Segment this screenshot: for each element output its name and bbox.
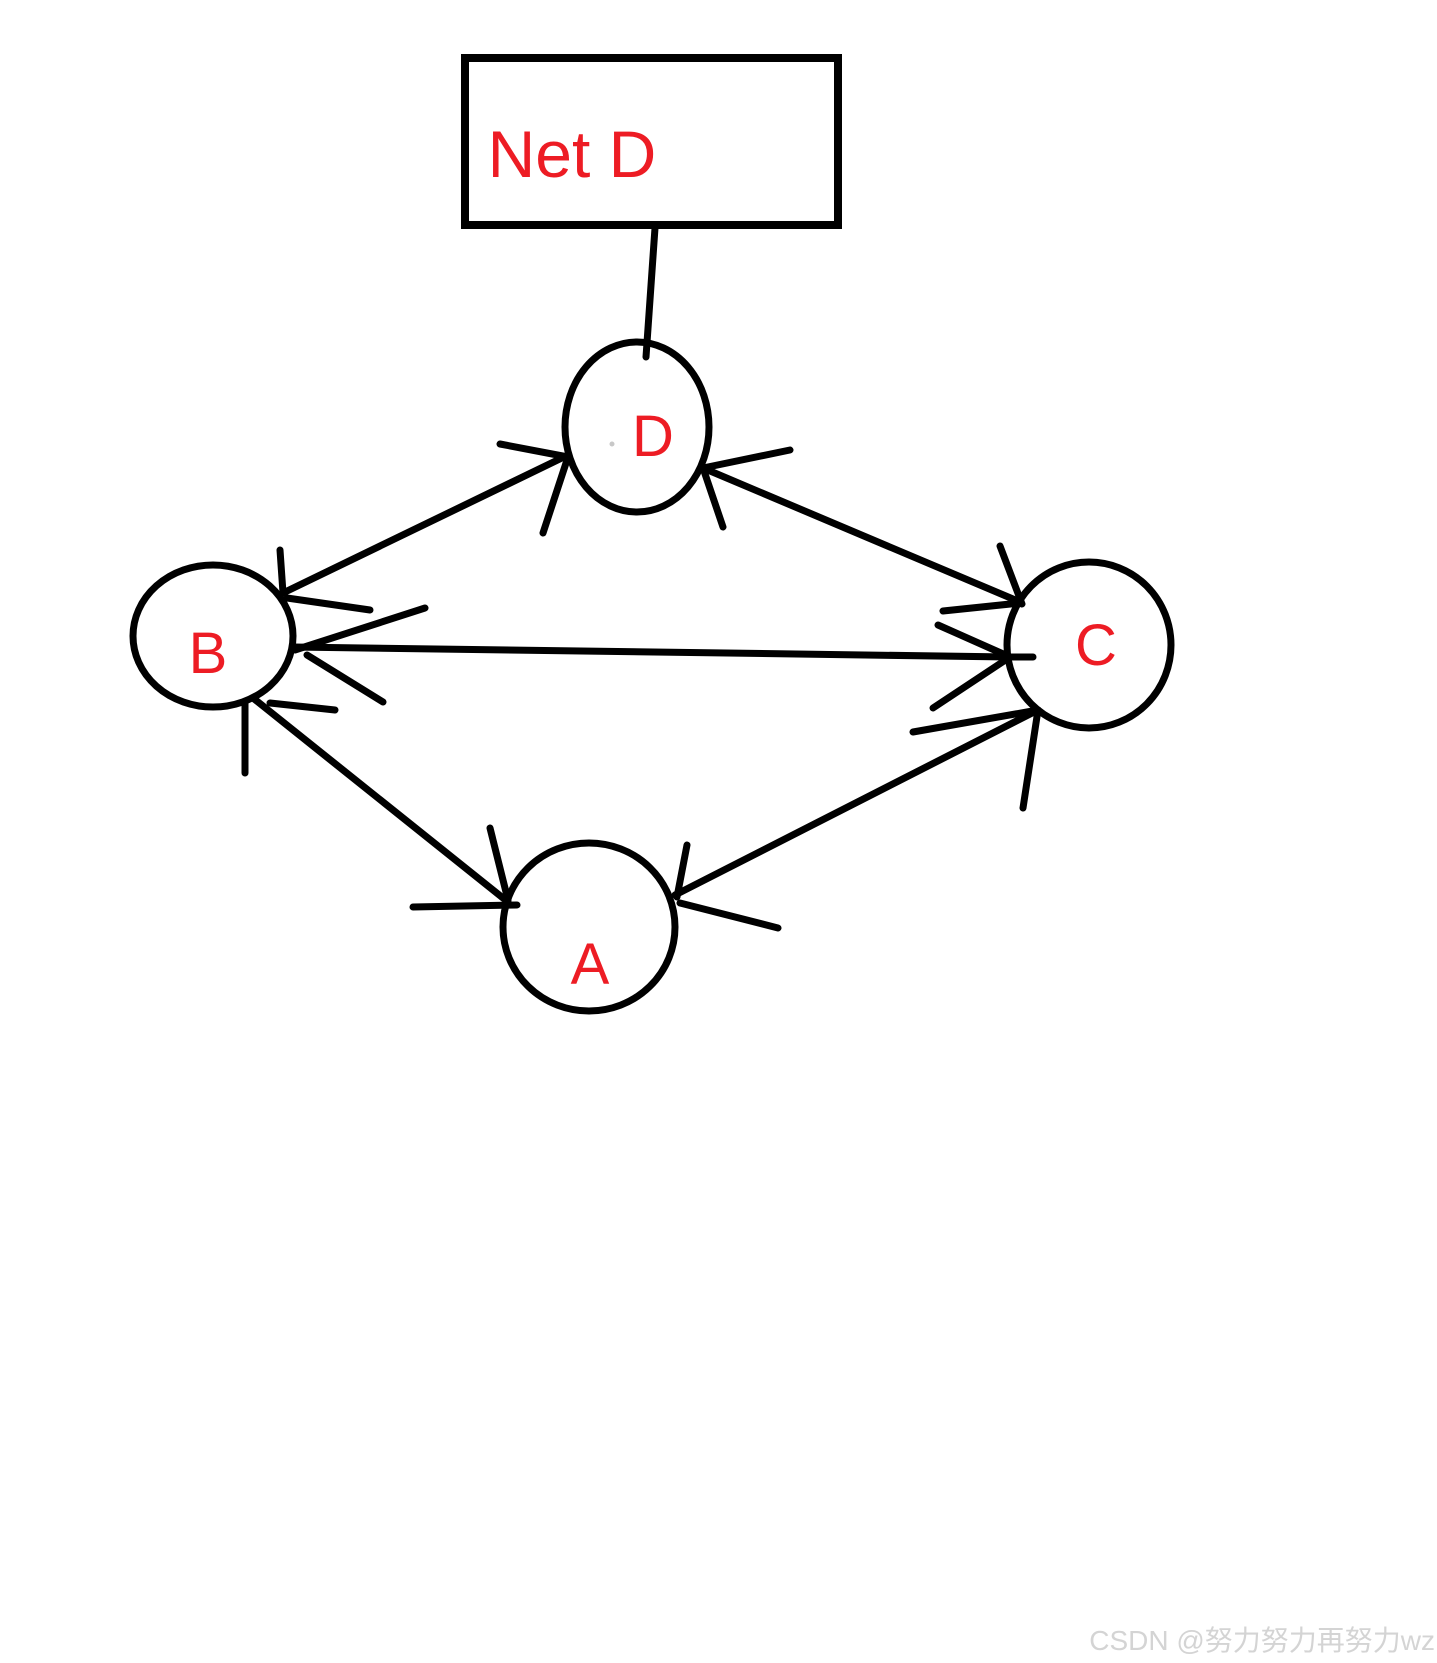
stray-dot (609, 441, 615, 447)
net-d-label: Net D (487, 117, 657, 191)
net-d-box (461, 54, 842, 229)
node-c-label: C (1075, 613, 1117, 678)
arrowhead-into-a-from-b (409, 824, 521, 911)
arrowhead-into-b-from-d (276, 546, 374, 614)
edge-b-d-line (279, 451, 572, 597)
node-c-ellipse (1003, 558, 1175, 732)
arrowhead-into-d-from-b (496, 440, 572, 537)
edge-b-c-line (289, 643, 1014, 661)
edge-b-c (289, 604, 1037, 712)
edge-d-c (699, 446, 1026, 615)
arrowhead-into-a-from-c (673, 841, 782, 932)
arrowhead-into-b-from-a (241, 698, 339, 777)
edge-a-c (671, 706, 1042, 932)
arrowhead-into-b-from-c (291, 604, 429, 706)
node-b-ellipse (129, 561, 297, 711)
edge-b-a (241, 694, 521, 911)
arrowhead-into-c-from-a (909, 706, 1042, 812)
edge-b-a-line (249, 694, 512, 906)
node-d-label: D (632, 404, 674, 469)
arrowhead-into-d-from-c (699, 446, 794, 531)
edge-b-d (276, 440, 572, 614)
node-a-label: A (570, 932, 610, 997)
arrowhead-into-c-from-d (939, 542, 1026, 615)
edge-netd-d-line (642, 224, 659, 361)
edge-a-c-line (671, 706, 1042, 899)
watermark-text: CSDN @努力努力再努力wz (1089, 1625, 1435, 1656)
node-a-ellipse (499, 839, 679, 1015)
edge-d-c-line (699, 464, 1024, 606)
arrowhead-into-c-from-b (929, 621, 1014, 712)
node-b-label: B (188, 621, 228, 686)
node-d-ellipse (561, 338, 713, 516)
